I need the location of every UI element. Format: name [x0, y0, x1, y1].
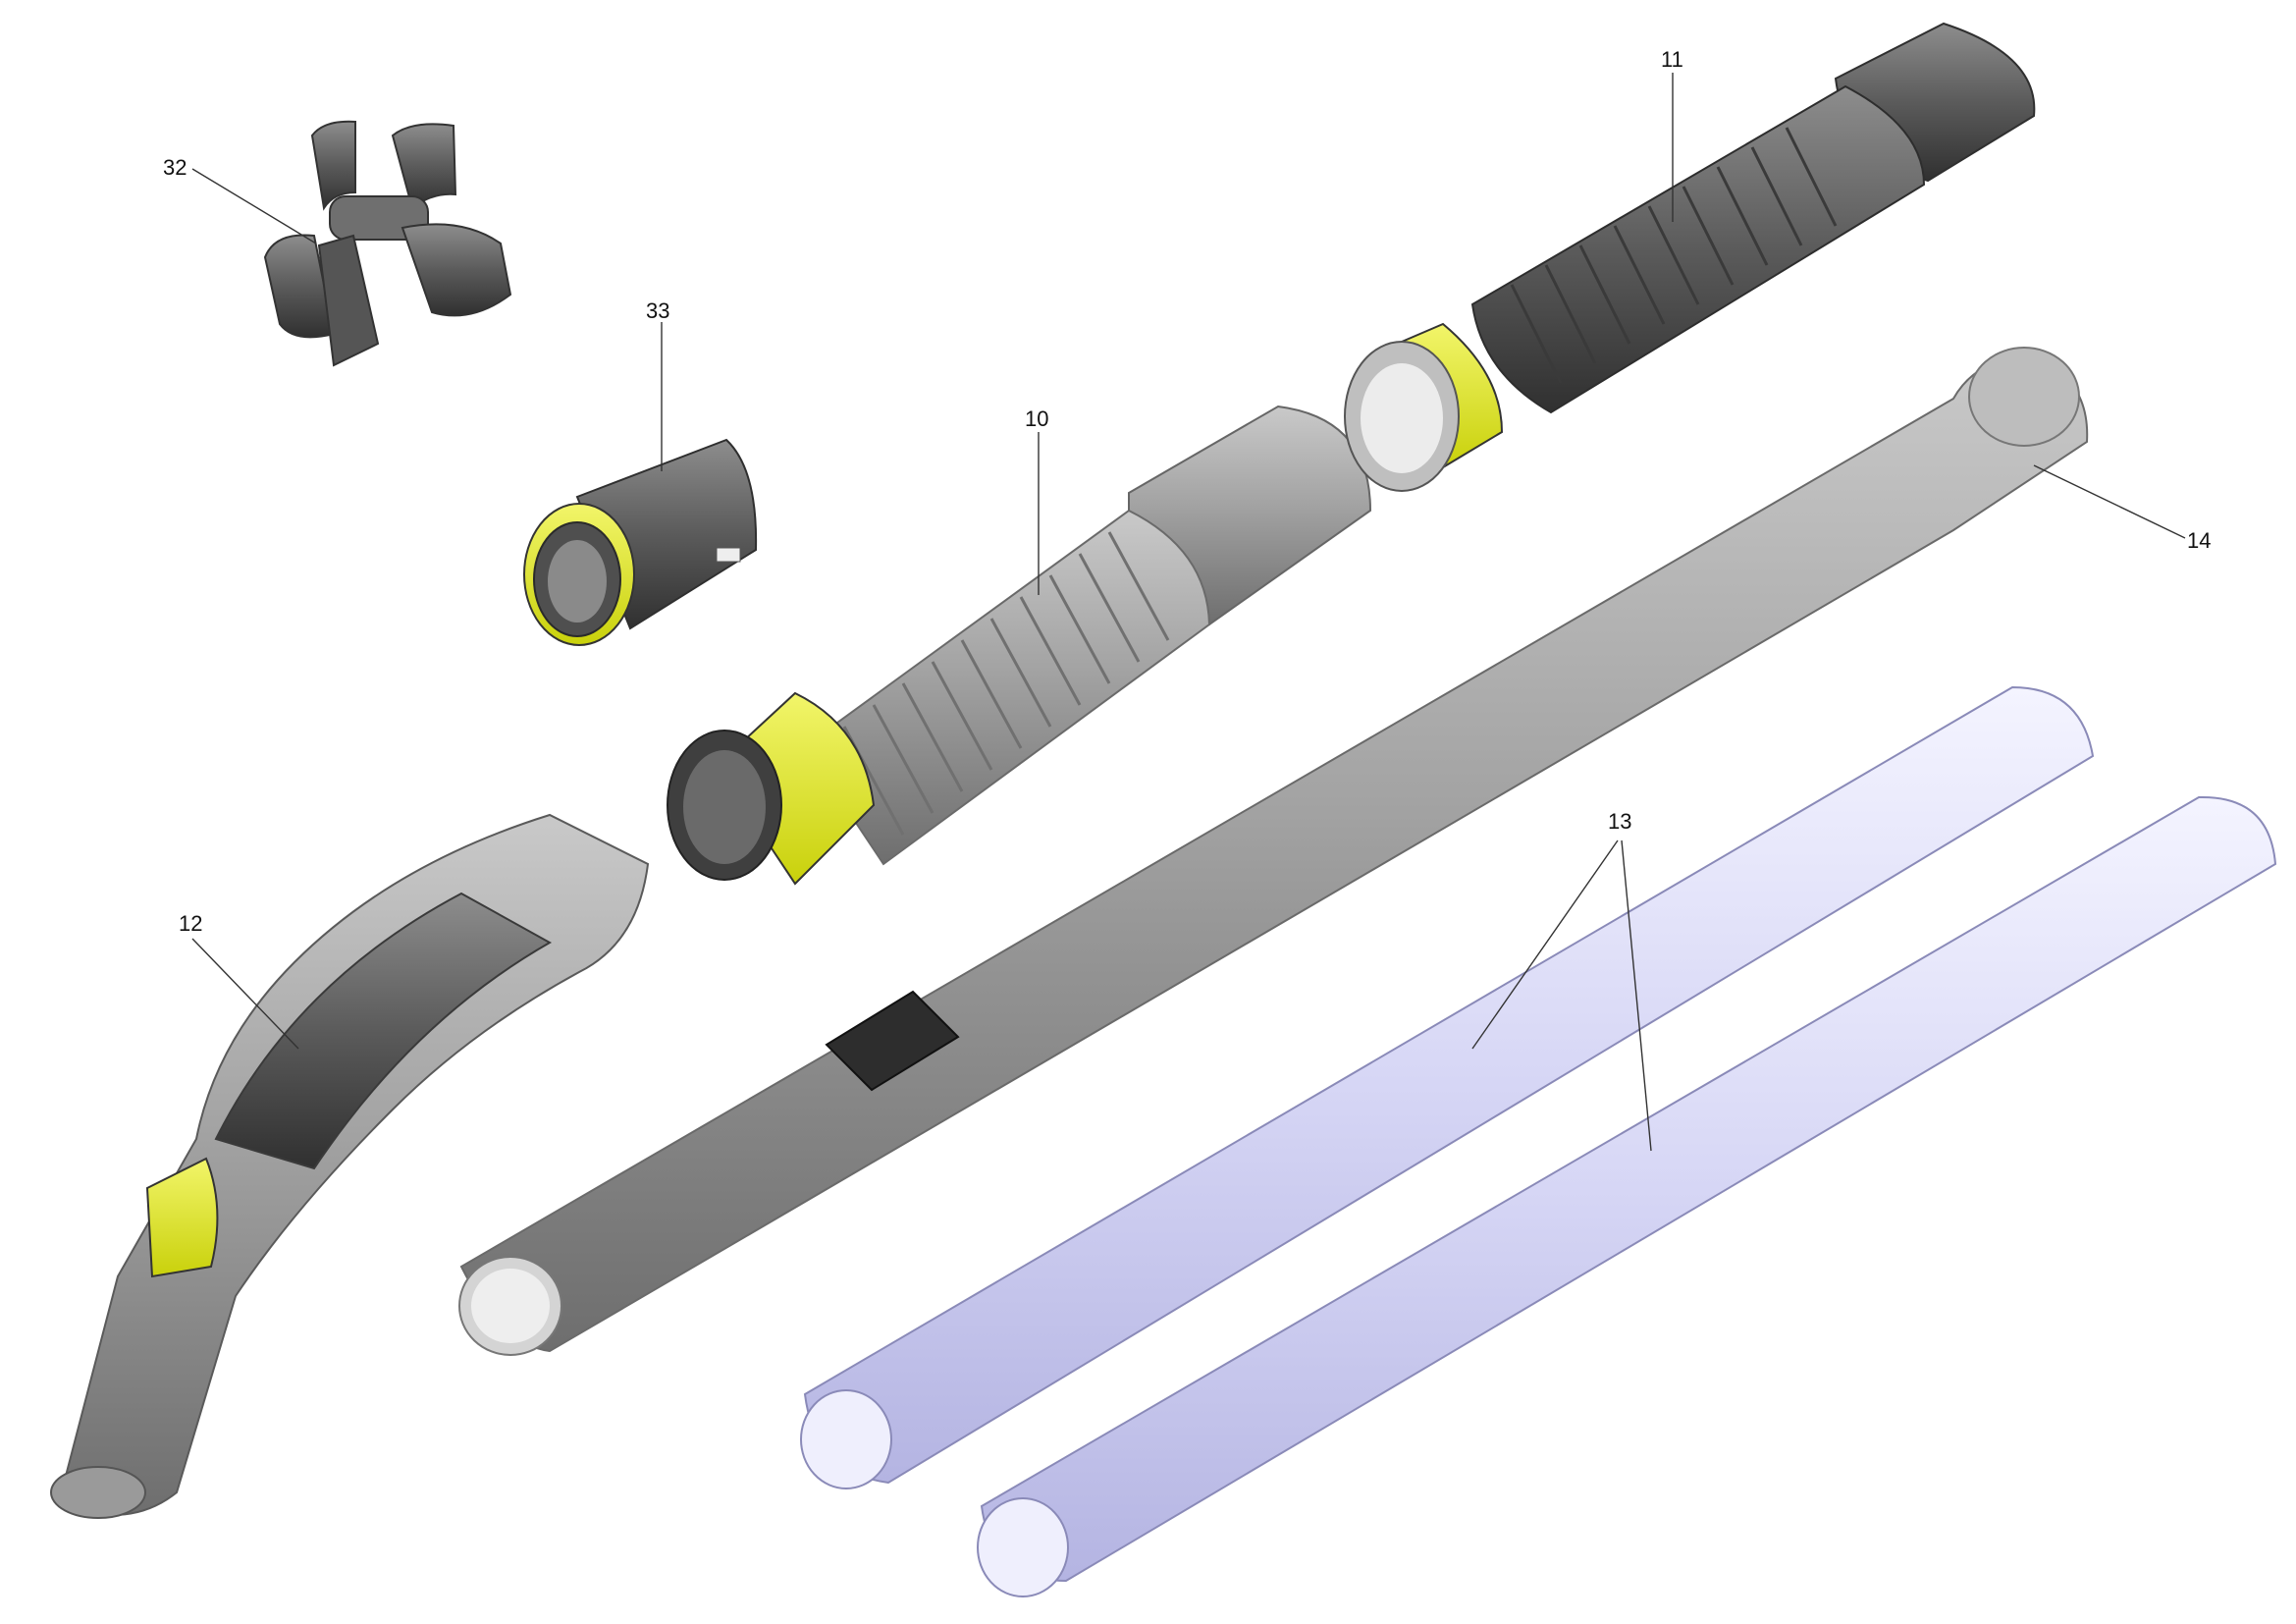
extension-tube-part — [977, 795, 2277, 1597]
callout-label-10: 10 — [1025, 406, 1048, 431]
clip-holder-part — [263, 120, 512, 367]
leader-line-13a — [1471, 839, 1619, 1050]
callout-label-13: 13 — [1608, 809, 1631, 834]
adapter-sleeve-part — [523, 438, 758, 646]
callout-label-12: 12 — [179, 911, 202, 936]
leader-line-14 — [2033, 464, 2186, 539]
dark-hose-part — [1344, 22, 2036, 492]
leader-line-32 — [191, 168, 317, 244]
callout-label-11: 11 — [1661, 47, 1683, 72]
extension-tube-part — [800, 685, 2095, 1489]
leader-line-12 — [191, 938, 299, 1050]
leader-line-13b — [1621, 839, 1652, 1152]
telescopic-tube-part — [458, 347, 2089, 1356]
curved-handle-part — [50, 813, 650, 1519]
callout-label-32: 32 — [163, 155, 187, 180]
grey-hose-part — [667, 405, 1372, 886]
callout-label-14: 14 — [2187, 528, 2211, 553]
callout-label-33: 33 — [646, 298, 669, 323]
